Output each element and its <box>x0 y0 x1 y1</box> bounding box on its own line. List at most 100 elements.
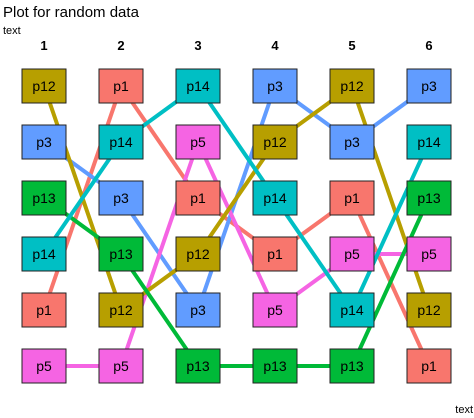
node-box <box>406 236 452 272</box>
node-p5-col-5: p5 <box>329 236 375 272</box>
node-box <box>406 348 452 384</box>
node-p12-col-1: p12 <box>21 68 67 104</box>
node-label: p1 <box>421 358 437 374</box>
node-p13-col-6: p13 <box>406 180 452 216</box>
node-box <box>252 180 298 216</box>
node-label: p5 <box>267 302 283 318</box>
node-p12-col-3: p12 <box>175 236 221 272</box>
node-label: p1 <box>344 190 360 206</box>
node-box <box>21 348 67 384</box>
node-p5-col-1: p5 <box>21 348 67 384</box>
node-p3-col-1: p3 <box>21 124 67 160</box>
node-p3-col-2: p3 <box>98 180 144 216</box>
node-p1-col-2: p1 <box>98 68 144 104</box>
node-label: p13 <box>32 190 56 206</box>
node-p14-col-3: p14 <box>175 68 221 104</box>
node-p1-col-1: p1 <box>21 292 67 328</box>
node-box <box>21 292 67 328</box>
column-label-5: 5 <box>348 38 355 53</box>
node-p14-col-1: p14 <box>21 236 67 272</box>
node-box <box>175 124 221 160</box>
node-p13-col-4: p13 <box>252 348 298 384</box>
node-box <box>252 292 298 328</box>
node-label: p1 <box>36 302 52 318</box>
node-box <box>21 68 67 104</box>
node-box <box>406 180 452 216</box>
node-p1-col-5: p1 <box>329 180 375 216</box>
column-label-4: 4 <box>271 38 279 53</box>
node-p12-col-4: p12 <box>252 124 298 160</box>
node-box <box>98 348 144 384</box>
node-label: p5 <box>344 246 360 262</box>
chart-caption: text <box>455 404 473 416</box>
node-p3-col-6: p3 <box>406 68 452 104</box>
node-box <box>329 236 375 272</box>
node-label: p3 <box>267 78 283 94</box>
node-label: p14 <box>417 134 441 150</box>
node-label: p12 <box>186 246 210 262</box>
node-box <box>252 124 298 160</box>
node-p3-col-5: p3 <box>329 124 375 160</box>
series-line-p12 <box>42 84 431 312</box>
node-box <box>21 180 67 216</box>
node-label: p3 <box>421 78 437 94</box>
node-box <box>329 124 375 160</box>
node-p3-col-3: p3 <box>175 292 221 328</box>
node-box <box>406 124 452 160</box>
node-box <box>175 292 221 328</box>
node-label: p5 <box>190 134 206 150</box>
column-label-2: 2 <box>117 38 124 53</box>
node-box <box>21 124 67 160</box>
node-label: p13 <box>263 358 287 374</box>
node-box <box>252 348 298 384</box>
node-p14-col-6: p14 <box>406 124 452 160</box>
node-label: p14 <box>109 134 133 150</box>
node-label: p5 <box>113 358 129 374</box>
node-box <box>175 236 221 272</box>
node-label: p12 <box>340 78 364 94</box>
node-p3-col-4: p3 <box>252 68 298 104</box>
node-box <box>98 236 144 272</box>
node-label: p3 <box>190 302 206 318</box>
node-box <box>98 180 144 216</box>
chart-subtitle: text <box>3 25 21 37</box>
node-p1-col-3: p1 <box>175 180 221 216</box>
node-p5-col-2: p5 <box>98 348 144 384</box>
node-label: p12 <box>417 302 441 318</box>
node-box <box>175 68 221 104</box>
column-label-3: 3 <box>194 38 201 53</box>
column-label-1: 1 <box>40 38 47 53</box>
chart-title: Plot for random data <box>3 4 139 21</box>
node-label: p12 <box>32 78 56 94</box>
node-box <box>98 124 144 160</box>
node-p1-col-4: p1 <box>252 236 298 272</box>
node-label: p14 <box>32 246 56 262</box>
node-p14-col-4: p14 <box>252 180 298 216</box>
node-p5-col-6: p5 <box>406 236 452 272</box>
node-p13-col-5: p13 <box>329 348 375 384</box>
node-label: p5 <box>421 246 437 262</box>
node-label: p1 <box>267 246 283 262</box>
node-box <box>21 236 67 272</box>
node-label: p14 <box>263 190 287 206</box>
node-label: p3 <box>113 190 129 206</box>
node-box <box>98 68 144 104</box>
node-box <box>406 68 452 104</box>
node-label: p14 <box>340 302 364 318</box>
node-p12-col-2: p12 <box>98 292 144 328</box>
series-nodes: p1 p1 p1 p1 p1 p1 p3 p3 p3 p3 p3 p3 p5 p5 p5 p5 p5 p5 p12 p… <box>21 68 452 384</box>
node-box <box>406 292 452 328</box>
node-box <box>252 236 298 272</box>
node-box <box>329 292 375 328</box>
node-label: p3 <box>36 134 52 150</box>
node-box <box>175 180 221 216</box>
node-p12-col-6: p12 <box>406 292 452 328</box>
node-p12-col-5: p12 <box>329 68 375 104</box>
series-line-p14 <box>42 84 431 312</box>
node-p13-col-2: p13 <box>98 236 144 272</box>
node-label: p13 <box>186 358 210 374</box>
node-label: p12 <box>263 134 287 150</box>
node-label: p1 <box>190 190 206 206</box>
